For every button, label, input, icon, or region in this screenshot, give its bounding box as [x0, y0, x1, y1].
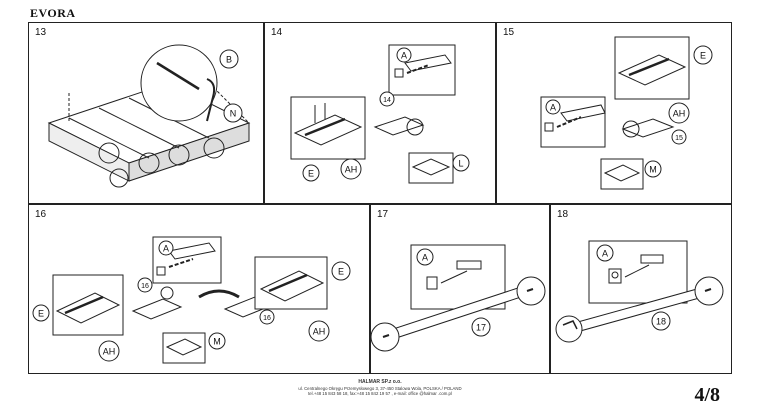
callout-14: 14 — [383, 97, 391, 104]
step-number: 16 — [35, 209, 47, 220]
callout-E: E — [338, 267, 344, 277]
callout-AH: AH — [345, 165, 358, 175]
step-panel-18: 18 A 18 — [550, 204, 732, 374]
document-title: EVORA — [30, 6, 76, 20]
callout-E: E — [38, 309, 44, 319]
callout-L: L — [458, 159, 463, 169]
step-number: 17 — [377, 209, 389, 220]
step-18-illustration: A 18 — [555, 240, 724, 343]
step-14-illustration: A 14 E AH L — [290, 44, 470, 184]
step-number: 14 — [271, 27, 283, 38]
footer-address: ul. Centralnego Okręgu Przemysłowego 3, … — [298, 385, 462, 391]
callout-AH: AH — [673, 109, 686, 119]
callout-16: 16 — [141, 283, 149, 290]
callout-N: N — [230, 109, 237, 119]
callout-A: A — [602, 249, 608, 259]
callout-16: 16 — [263, 315, 271, 322]
footer-contact: tel.+48 15 843 58 18, fax:+48 15 842 19 … — [308, 391, 452, 397]
step-panel-14: 14 A 14 E AH L — [264, 22, 496, 204]
step-16-illustration: A 16 E AH M 16 E AH — [32, 236, 351, 364]
step-13-illustration: B N — [47, 44, 251, 188]
callout-A: A — [550, 103, 556, 113]
step-panel-16: 16 A 16 E AH M 16 — [28, 204, 370, 374]
callout-E: E — [700, 51, 706, 61]
callout-17: 17 — [476, 323, 486, 333]
callout-AH: AH — [313, 327, 326, 337]
step-panel-17: 17 A 17 — [370, 204, 550, 374]
step-panel-15: 15 E A AH 15 M — [496, 22, 732, 204]
step-number: 13 — [35, 27, 47, 38]
footer-company: HALMAR SP.z o.o. — [358, 379, 402, 385]
step-15-illustration: E A AH 15 M — [540, 36, 713, 190]
step-17-illustration: A 17 — [371, 244, 546, 352]
callout-E: E — [308, 169, 314, 179]
step-panel-13: 13 B N — [28, 22, 264, 204]
step-number: 15 — [503, 27, 515, 38]
callout-A: A — [163, 244, 169, 254]
callout-M: M — [649, 165, 657, 175]
callout-A: A — [401, 51, 407, 61]
callout-M: M — [213, 337, 221, 347]
callout-18: 18 — [656, 317, 666, 327]
callout-B: B — [226, 55, 232, 65]
step-number: 18 — [557, 209, 569, 220]
callout-AH: AH — [103, 347, 116, 357]
page-number: 4/8 — [694, 384, 720, 406]
callout-A: A — [422, 253, 428, 263]
footer: HALMAR SP.z o.o. ul. Centralnego Okręgu … — [0, 379, 760, 397]
callout-15: 15 — [675, 135, 683, 142]
